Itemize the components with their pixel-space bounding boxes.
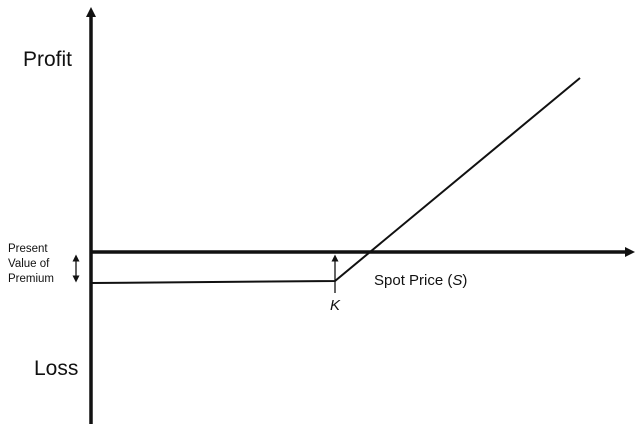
premium-label-line-1: Present [8, 243, 48, 255]
premium-label: Present Value of Premium [8, 242, 54, 287]
x-axis-label-prefix: Spot Price ( [374, 272, 453, 289]
premium-label-line-3: Premium [8, 272, 55, 285]
premium-label-line-2: Value of [8, 257, 50, 270]
profit-label: Profit [23, 48, 73, 71]
loss-label: Loss [34, 357, 79, 380]
strike-label: K [330, 297, 341, 314]
x-axis-label: Spot Price (S) [374, 273, 467, 288]
x-axis-label-variable: S [452, 272, 463, 289]
x-axis-label-suffix: ) [462, 272, 468, 289]
